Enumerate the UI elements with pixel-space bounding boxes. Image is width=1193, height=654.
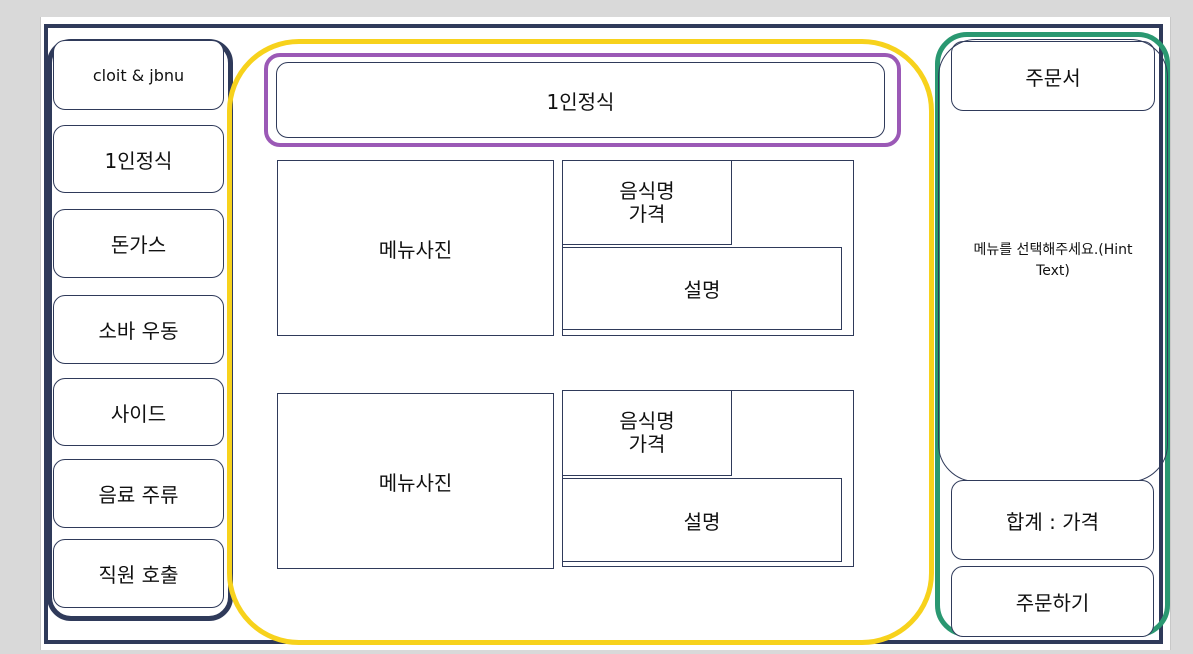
order-total-label: 합계 : 가격 (1005, 509, 1100, 534)
menu-description: 설명 (562, 478, 842, 562)
nav-item-donkatsu[interactable]: 돈가스 (53, 209, 224, 278)
order-list-area: 메뉴를 선택해주세요.(Hint Text) (938, 39, 1168, 482)
menu-price: 가격 (628, 432, 666, 456)
category-title: 1인정식 (276, 62, 885, 138)
nav-item-label: 사이드 (110, 401, 167, 426)
order-hint-text: 메뉴를 선택해주세요.(Hint Text) (973, 241, 1133, 279)
menu-description-label: 설명 (683, 278, 721, 302)
menu-name: 음식명 (619, 178, 675, 203)
menu-description-label: 설명 (683, 509, 721, 534)
nav-item-label: 1인정식 (104, 148, 173, 173)
order-sheet-title-label: 주문서 (1025, 65, 1081, 90)
nav-item-label: cloit & jbnu (92, 65, 185, 85)
menu-price: 가격 (628, 201, 666, 226)
menu-description: 설명 (562, 247, 842, 330)
nav-item-soba-udon[interactable]: 소바 우동 (53, 295, 224, 364)
category-title-label: 1인정식 (546, 89, 615, 114)
nav-item-label: 직원 호출 (98, 563, 179, 587)
category-title-group (264, 53, 901, 147)
menu-name: 음식명 (619, 409, 675, 433)
order-total: 합계 : 가격 (951, 480, 1154, 560)
menu-photo-label: 메뉴사진 (378, 237, 453, 262)
menu-name-price: 음식명 가격 (562, 160, 732, 245)
menu-photo-label: 메뉴사진 (378, 470, 453, 495)
order-submit-button[interactable]: 주문하기 (951, 566, 1154, 637)
nav-item-drinks[interactable]: 음료 주류 (53, 459, 224, 528)
order-sheet-title: 주문서 (951, 41, 1155, 111)
nav-item-label: 음료 주류 (98, 483, 179, 507)
nav-item-call-staff[interactable]: 직원 호출 (53, 539, 224, 608)
menu-photo[interactable]: 메뉴사진 (277, 160, 554, 336)
nav-item-brand[interactable]: cloit & jbnu (53, 40, 224, 110)
nav-item-label: 소바 우동 (98, 319, 179, 343)
nav-item-label: 돈가스 (110, 233, 167, 257)
menu-name-price: 음식명 가격 (562, 390, 732, 476)
main-content-group (227, 39, 934, 645)
slide-canvas: cloit & jbnu 1인정식 돈가스 소바 우동 사이드 음료 주류 직원… (40, 17, 1171, 650)
nav-item-side[interactable]: 사이드 (53, 378, 224, 446)
nav-item-1inset[interactable]: 1인정식 (53, 125, 224, 193)
order-submit-label: 주문하기 (1015, 591, 1090, 615)
menu-photo[interactable]: 메뉴사진 (277, 393, 554, 569)
